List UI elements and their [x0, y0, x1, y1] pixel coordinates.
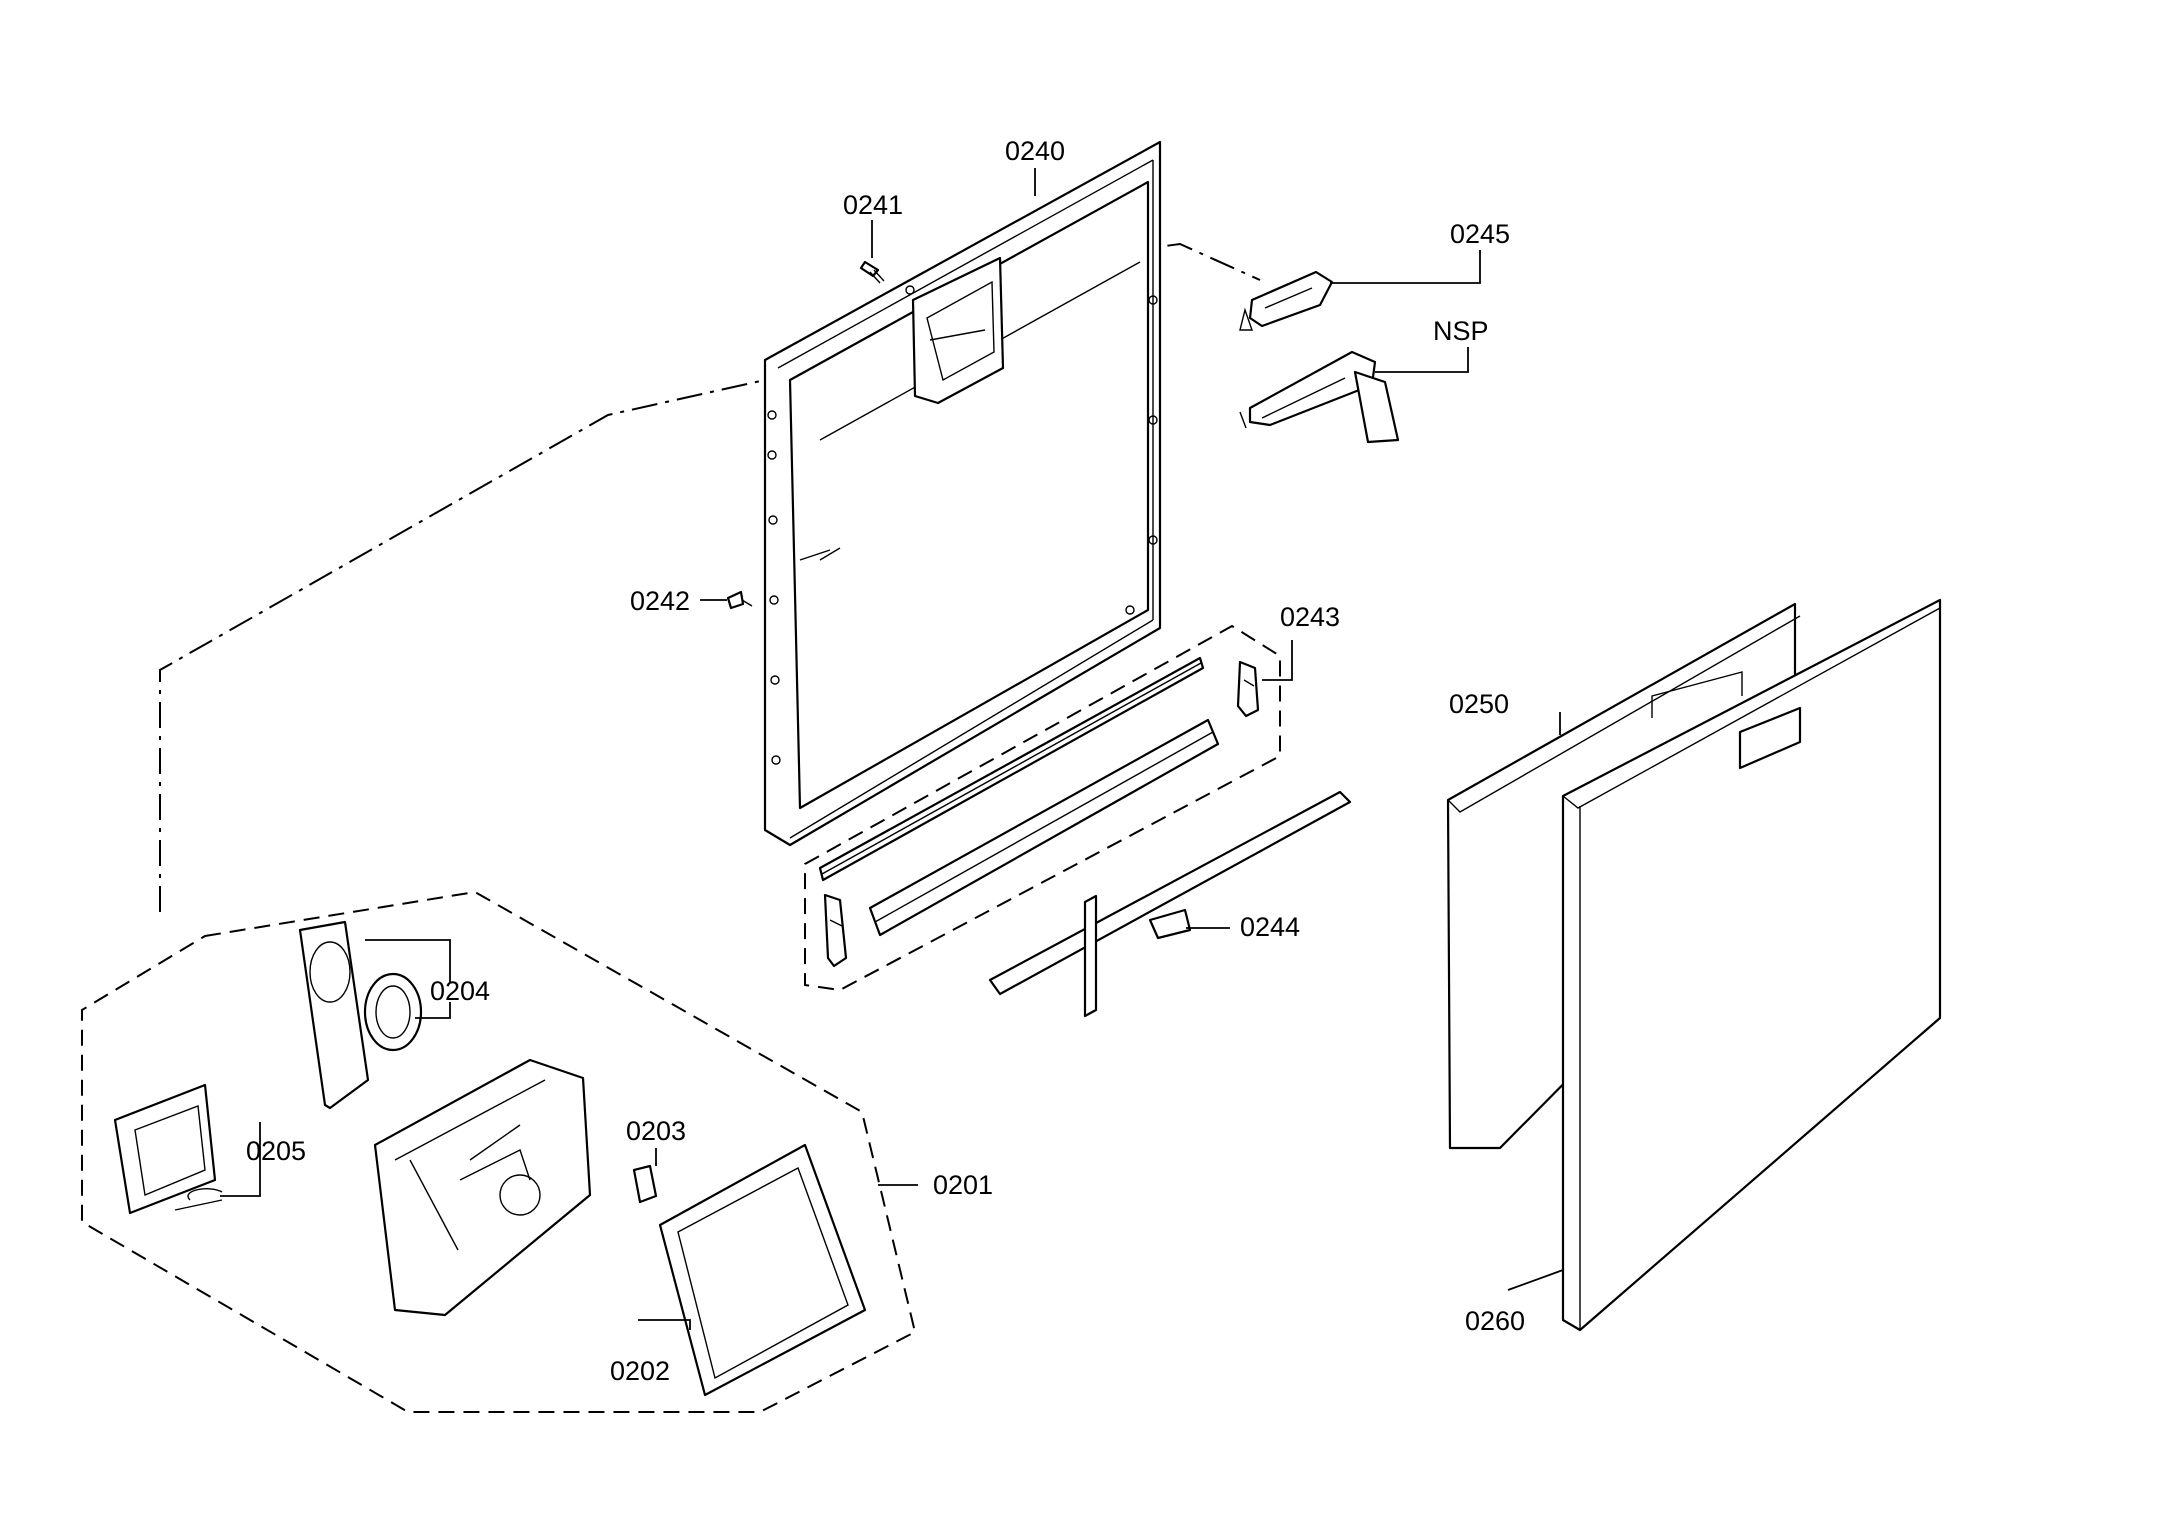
rectangular-gasket-0202 — [658, 1143, 867, 1397]
callout-0243: 0243 — [1280, 602, 1340, 632]
leader-0243 — [1262, 640, 1293, 681]
callout-0244: 0244 — [1240, 912, 1300, 942]
gasket-ring-0204 — [363, 972, 423, 1052]
leader-0245 — [1330, 250, 1481, 284]
hinge-bracket-right-0243 — [1236, 660, 1260, 718]
dashdot-link-line — [159, 379, 766, 912]
bottom-rail-0244 — [988, 790, 1352, 1018]
callout-labels: 0240 0241 0245 NSP 0242 0243 0250 0204 0… — [246, 136, 1525, 1386]
callout-nsp: NSP — [1433, 316, 1489, 346]
callout-0202: 0202 — [610, 1356, 670, 1386]
seal-rail-group-boundary — [804, 624, 1281, 992]
control-module-group-boundary — [81, 890, 917, 1413]
bottom-seal-rail — [868, 718, 1220, 937]
callout-0204: 0204 — [430, 976, 490, 1006]
bracket-0204 — [298, 920, 370, 1110]
knob-0203 — [632, 1164, 658, 1204]
leader-0202 — [638, 1319, 691, 1330]
callout-0260: 0260 — [1465, 1306, 1525, 1336]
callout-0201: 0201 — [933, 1170, 993, 1200]
switch-plate-0205 — [113, 1083, 217, 1215]
latch-part-0245 — [1239, 270, 1334, 331]
leader-lines — [220, 168, 1564, 1330]
leader-0204 — [365, 939, 451, 1019]
callout-0205: 0205 — [246, 1136, 306, 1166]
callout-0203: 0203 — [626, 1116, 686, 1146]
callout-0240: 0240 — [1005, 136, 1065, 166]
leader-0205 — [220, 1122, 261, 1197]
callout-0241: 0241 — [843, 190, 903, 220]
screw-0242 — [726, 590, 753, 610]
hinge-bracket-left — [823, 893, 848, 968]
seal-strip — [818, 656, 1205, 882]
spring-0205 — [174, 1188, 223, 1211]
screw-0241 — [859, 260, 885, 284]
callout-0250: 0250 — [1449, 689, 1509, 719]
latch-part-nsp — [1239, 350, 1400, 444]
callout-0245: 0245 — [1450, 219, 1510, 249]
callout-0242: 0242 — [630, 586, 690, 616]
leader-0260 — [1507, 1269, 1564, 1291]
outer-door-panel-0260 — [1561, 598, 1942, 1332]
leader-nsp — [1375, 347, 1469, 373]
inner-door-frame-0240 — [763, 140, 1162, 847]
control-module-0201 — [373, 1058, 592, 1317]
